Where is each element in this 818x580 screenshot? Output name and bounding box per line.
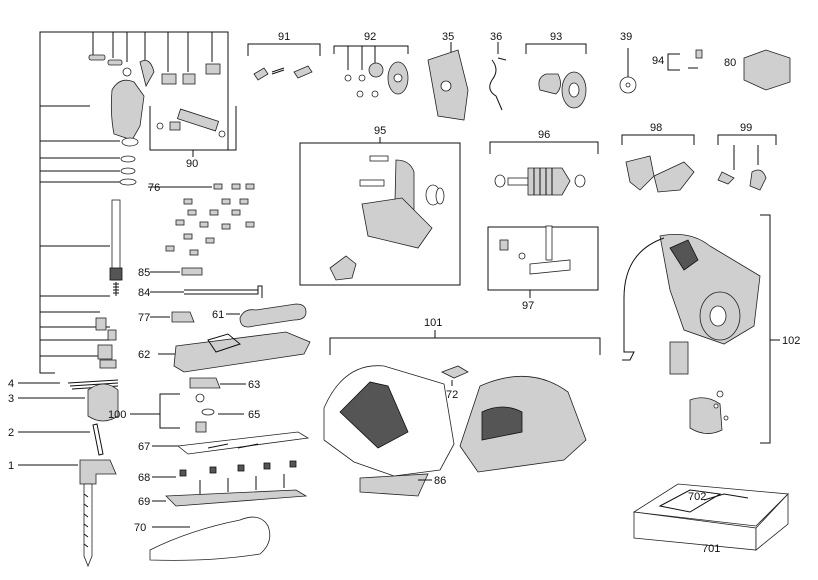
label-61: 61 (212, 309, 224, 321)
label-69: 69 (138, 496, 150, 508)
label-36: 36 (490, 31, 502, 43)
lever-part-61 (239, 303, 307, 328)
bolt-grid-76 (148, 183, 255, 256)
plate-part-86 (359, 473, 429, 497)
group-95 (299, 137, 461, 286)
label-92: 92 (364, 31, 376, 43)
label-4: 4 (8, 378, 14, 390)
cap-part-72 (441, 365, 469, 379)
part-labels: 1 2 3 4 35 36 39 61 62 63 65 67 68 69 70… (8, 31, 800, 555)
label-102: 102 (782, 335, 800, 347)
label-70: 70 (134, 522, 146, 534)
screw-row-68 (179, 460, 297, 477)
ring-stack (119, 137, 139, 186)
plate-part-67 (177, 431, 310, 455)
label-77: 77 (138, 312, 150, 324)
label-94: 94 (652, 55, 664, 67)
bracket-part-80 (743, 49, 791, 91)
label-84: 84 (138, 287, 150, 299)
label-99: 99 (740, 122, 752, 134)
label-91: 91 (278, 31, 290, 43)
plunger-rod (95, 199, 123, 369)
top-pins-group (88, 31, 229, 150)
group-90 (149, 106, 237, 157)
handle-part (110, 79, 145, 141)
label-96: 96 (538, 129, 550, 141)
label-67: 67 (138, 441, 150, 453)
clip-part-85 (181, 267, 203, 276)
label-101: 101 (424, 317, 442, 329)
roller-pin-2 (92, 423, 104, 456)
label-701: 701 (702, 543, 720, 555)
group-93 (525, 43, 587, 109)
group-92 (333, 45, 409, 98)
dust-adapter-70 (149, 516, 271, 561)
label-95: 95 (374, 125, 386, 137)
label-702: 702 (688, 491, 706, 503)
group-96 (489, 141, 599, 196)
group-102 (622, 214, 780, 444)
label-63: 63 (248, 379, 260, 391)
label-76: 76 (148, 182, 160, 194)
label-100: 100 (108, 409, 126, 421)
carry-case (632, 483, 789, 551)
label-72: 72 (446, 389, 458, 401)
label-1: 1 (8, 460, 14, 472)
label-90: 90 (186, 158, 198, 170)
group-91 (247, 43, 321, 81)
label-98: 98 (650, 122, 662, 134)
group-100 (130, 393, 244, 433)
hex-key-84 (184, 285, 263, 298)
left-bracket-lines (39, 31, 120, 374)
lever-part-77 (171, 311, 195, 323)
guide-part-3 (87, 383, 119, 422)
group-101 (323, 330, 601, 477)
shoe-part-62 (173, 331, 311, 373)
label-39: 39 (620, 31, 632, 43)
label-80: 80 (724, 57, 736, 69)
group-94 (667, 49, 703, 71)
label-35: 35 (442, 31, 454, 43)
lock-part-63 (189, 377, 221, 389)
group-99 (717, 134, 777, 191)
label-68: 68 (138, 472, 150, 484)
label-3: 3 (8, 393, 14, 405)
label-97: 97 (522, 300, 534, 312)
label-65: 65 (248, 409, 260, 421)
label-2: 2 (8, 427, 14, 439)
label-85: 85 (138, 267, 150, 279)
label-62: 62 (138, 349, 150, 361)
spring-clip-36 (489, 57, 507, 111)
group-98 (621, 134, 695, 193)
base-part-69 (165, 489, 308, 507)
label-86: 86 (434, 475, 446, 487)
group-97 (487, 225, 599, 298)
blade-holder-1 (79, 459, 117, 568)
label-93: 93 (550, 31, 562, 43)
